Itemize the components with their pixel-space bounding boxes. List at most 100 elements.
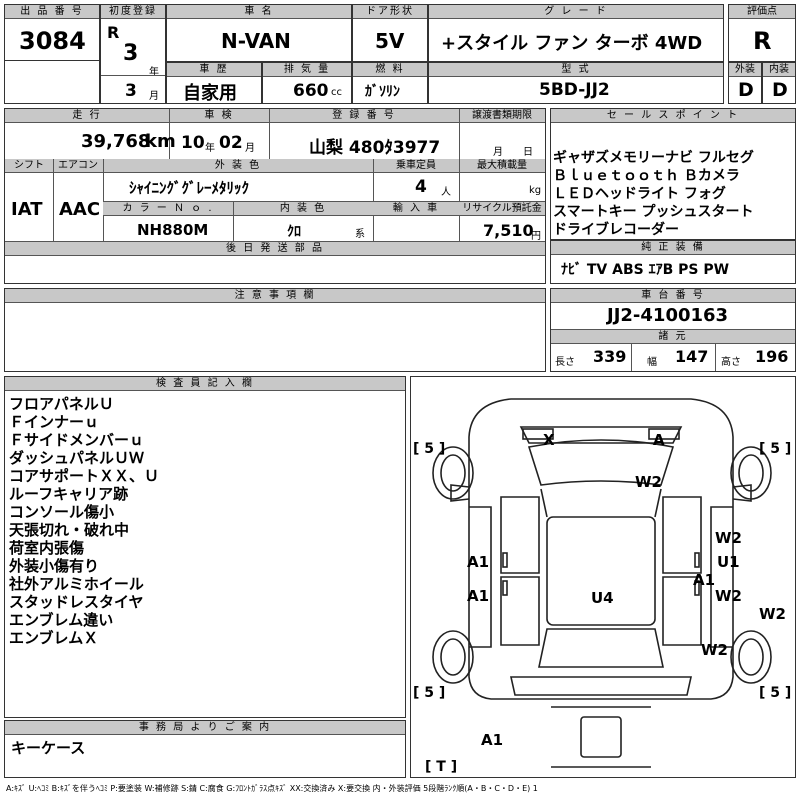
first-registration-year: 3 [123, 41, 139, 66]
office-note: キーケース [11, 739, 86, 757]
registration-number: 山梨 480ﾀ3977 [309, 138, 441, 158]
int-color: ｸﾛ [287, 224, 301, 240]
damage-diagram-box: [ 5 ] [ 5 ] [ 5 ] [ 5 ] [ T ] X A W2 W2 … [410, 376, 796, 778]
mileage-header: 走 行 [5, 109, 169, 123]
score: R [753, 27, 772, 55]
int-color-header: 内 装 色 [233, 202, 373, 216]
exterior-grade-header: 外装 [729, 63, 761, 77]
inspector-header: 検 査 員 記 入 欄 [5, 377, 405, 391]
inspector-note: Ｆサイドメンバーｕ [9, 431, 145, 449]
tire-bracket-rear-right: [ 5 ] [759, 685, 792, 701]
door-type-box: ドア形状 5V [352, 4, 428, 62]
office-notes-header: 事 務 局 よ り ご 案 内 [5, 721, 405, 735]
era-mark: R [107, 23, 120, 42]
first-registration-header: 初度登録 [101, 5, 165, 19]
first-registration-month: 3 [125, 81, 137, 101]
wheel-rear-right [730, 630, 772, 684]
right-door-rear [662, 576, 702, 646]
transfer-doc-header: 譲渡書類期限 [459, 109, 545, 123]
inspector-note: エンブレムＸ [9, 629, 99, 647]
ac-header: エアコン [53, 159, 103, 173]
grade-header: グ レ ー ド [429, 5, 723, 19]
spare-tire-label: [ T ] [425, 759, 458, 775]
grade: +スタイル ファン ターボ 4WD [441, 33, 703, 54]
fuel-box: 燃 料 ｶﾞｿﾘﾝ [352, 62, 428, 104]
recycle-amount: 7,510 [483, 221, 534, 240]
color-no: NH880M [137, 221, 209, 239]
shift-header: シフト [5, 159, 53, 173]
import-header: 輸 入 車 [373, 202, 459, 216]
capacity-header: 乗車定員 [373, 159, 459, 173]
inspector-notes-list: フロアパネルＵ Ｆインナーｕ Ｆサイドメンバーｕ ダッシュパネルＵＷ コアサポー… [9, 395, 159, 647]
inspector-note: コンソール傷小 [9, 503, 115, 521]
int-color-unit: 系 [355, 229, 365, 240]
hood-outline [519, 426, 683, 444]
chassis-header: 車 台 番 号 [551, 289, 795, 303]
damage-mark: A [653, 431, 665, 449]
sales-point: スマートキー プッシュスタート [553, 204, 754, 220]
score-box: 評価点 R [728, 4, 796, 62]
inspector-note: ルーフキャリア跡 [9, 485, 129, 503]
vehicle-details-box: 走 行 車 検 登 録 番 号 譲渡書類期限 39,768 km 10 年 02… [4, 108, 546, 284]
recycle-header: リサイクル預託金 [459, 202, 545, 216]
max-load-header: 最大積載量 [459, 159, 545, 173]
displacement-box: 排 気 量 660 cc [262, 62, 352, 104]
damage-mark: A1 [693, 571, 716, 589]
month-unit: 月 [149, 91, 159, 102]
height: 196 [755, 347, 789, 366]
fuel-header: 燃 料 [353, 63, 427, 77]
tire-bracket-rear-left: [ 5 ] [413, 685, 446, 701]
car-outline-diagram [432, 398, 772, 768]
wheel-front-right [730, 446, 772, 500]
inspector-box: 検 査 員 記 入 欄 フロアパネルＵ Ｆインナーｕ Ｆサイドメンバーｕ ダッシ… [4, 376, 406, 718]
damage-mark: A1 [467, 587, 490, 605]
damage-mark: W2 [701, 641, 728, 659]
car-body-outline [468, 398, 734, 700]
left-door-rear [500, 576, 540, 646]
inspector-note: 荷室内張傷 [9, 539, 85, 557]
model-code: 5BD-JJ2 [539, 80, 610, 100]
inspector-note: Ｆインナーｕ [9, 413, 100, 431]
inspector-note: コアサポートＸＸ、Ｕ [9, 467, 160, 485]
tire-bracket-front-right: [ 5 ] [759, 441, 792, 457]
damage-mark: W2 [715, 529, 742, 547]
specs-header: 諸 元 [551, 330, 795, 344]
model-name-header: 車 名 [167, 5, 351, 19]
inspector-note: ダッシュパネルＵＷ [9, 449, 145, 467]
displacement: 660 [293, 81, 329, 101]
exterior-grade-box: 外装 D [728, 62, 762, 104]
damage-mark: X [543, 431, 555, 449]
genuine-equip-box: 純 正 装 備 ﾅﾋﾞ TV ABS ｴｱB PS PW [550, 240, 796, 284]
recycle-unit: 円 [531, 231, 541, 242]
ext-color-header: 外 装 色 [103, 159, 373, 173]
year-unit: 年 [149, 67, 159, 78]
inspector-note: エンブレム違い [9, 611, 114, 629]
grade-box: グ レ ー ド +スタイル ファン ターボ 4WD [428, 4, 724, 62]
inspector-note: 外装小傷有り [9, 557, 100, 575]
sales-point: ＬＥＤヘッドライト フォグ [553, 186, 726, 202]
lot-number-header: 出 品 番 号 [5, 5, 99, 19]
capacity-unit: 人 [441, 187, 451, 198]
office-notes-box: 事 務 局 よ り ご 案 内 キーケース [4, 720, 406, 778]
sales-point: Ｂｌｕｅｔｏｏｔｈ Ｂカメラ [553, 168, 740, 184]
roof-outline [546, 516, 656, 626]
capacity: 4 [415, 177, 427, 197]
length-label: 長さ [555, 357, 575, 368]
lot-number-box: 出 品 番 号 3084 [4, 4, 100, 62]
width: 147 [675, 347, 709, 366]
spare-tire-outline [580, 716, 622, 758]
sales-point: ギャザズメモリーナビ フルセグ [553, 150, 754, 166]
sales-points-header: セ ー ル ス ポ イ ン ト [551, 109, 795, 123]
ext-color: ｼｬｲﾆﾝｸﾞｸﾞﾚｰﾒﾀﾘｯｸ [129, 179, 250, 197]
chassis-number: JJ2-4100163 [607, 305, 729, 326]
mileage: 39,768 [81, 131, 151, 152]
transfer-month-unit: 月 [493, 147, 503, 158]
model-code-box: 型 式 5BD-JJ2 [428, 62, 724, 104]
max-load-unit: kg [529, 185, 542, 196]
height-label: 高さ [721, 357, 741, 368]
length: 339 [593, 347, 627, 366]
damage-mark: W2 [759, 605, 786, 623]
transfer-day-unit: 日 [523, 147, 533, 158]
wheel-front-left [432, 446, 474, 500]
door-type: 5V [375, 29, 405, 53]
